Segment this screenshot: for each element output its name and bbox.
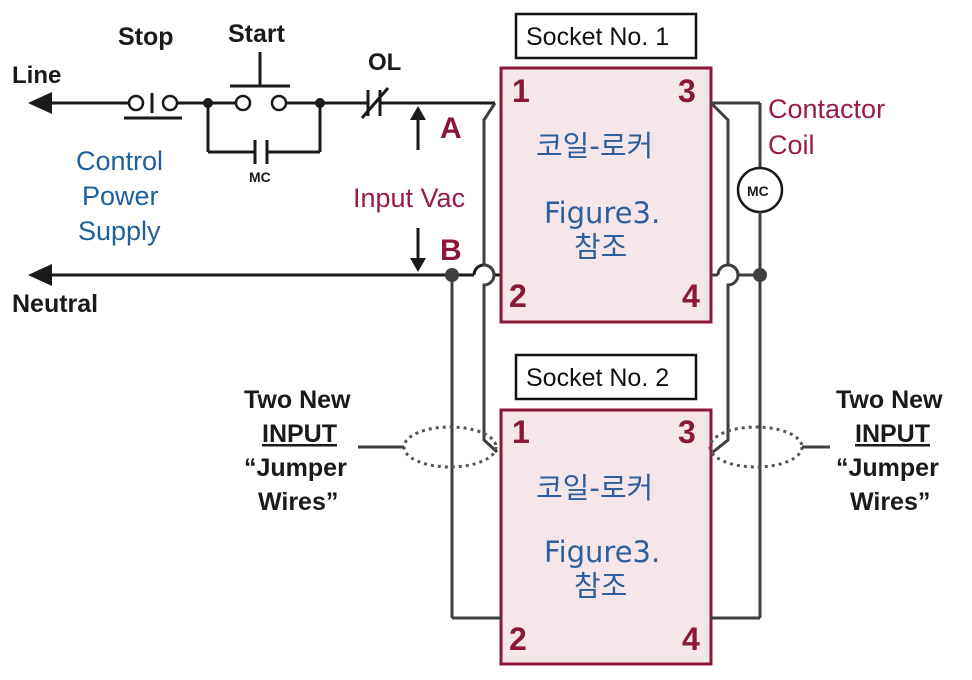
socket-interconnect-wires: [450, 101, 767, 620]
socket-2-body-line3: 참조: [574, 569, 627, 603]
neutral-label: Neutral: [12, 290, 98, 318]
socket-2-title: Socket No. 2: [526, 364, 669, 392]
contactor-coil: MC: [711, 101, 784, 275]
socket-2: 1 3 2 4 코일-로커 Figure3. 참조: [499, 408, 713, 666]
socket-2-title-box: Socket No. 2: [514, 353, 698, 401]
neutral-wire: [28, 263, 501, 286]
point-b-label: B: [440, 234, 462, 267]
socket-1-terminal-3: 3: [678, 73, 696, 109]
input-vac-arrows: [410, 106, 426, 272]
stop-switch: [124, 93, 208, 120]
socket-2-body-line1: 코일-로커: [536, 471, 653, 505]
socket-2-terminal-4: 4: [682, 621, 700, 657]
socket-2-terminal-1: 1: [512, 414, 530, 450]
socket-2-terminal-3: 3: [678, 414, 696, 450]
socket-1-terminal-2: 2: [509, 278, 527, 314]
jumper-left-callout: [358, 425, 498, 469]
socket-1-body-line3: 참조: [574, 230, 627, 264]
socket-1-terminal-1: 1: [512, 73, 530, 109]
stop-label: Stop: [118, 23, 174, 51]
socket-1-title-box: Socket No. 1: [514, 12, 698, 60]
contactor-coil-label: Contactor Coil: [768, 94, 893, 160]
socket-1-title: Socket No. 1: [526, 23, 669, 51]
mc-contact-label: MC: [249, 169, 271, 185]
ol-contact: [320, 87, 495, 119]
ol-label: OL: [368, 49, 401, 76]
input-vac-label: Input Vac: [353, 183, 465, 213]
jumper-left-label: Two New INPUT “Jumper Wires”: [244, 386, 357, 516]
point-a-label: A: [440, 112, 462, 145]
socket-1-terminal-4: 4: [682, 278, 700, 314]
start-switch: [203, 52, 325, 112]
socket-1-body-line2: Figure3.: [544, 196, 660, 230]
socket-2-terminal-2: 2: [509, 621, 527, 657]
jumper-right-label: Two New INPUT “Jumper Wires”: [836, 386, 949, 516]
coil-mc-symbol: MC: [747, 183, 769, 199]
socket-1-body-line1: 코일-로커: [536, 129, 653, 163]
socket-1: 1 3 2 4 코일-로커 Figure3. 참조: [499, 66, 713, 324]
line-wire: [28, 92, 128, 114]
jumper-right-callout: [708, 425, 830, 469]
control-power-supply-label: Control Power Supply: [76, 146, 171, 246]
socket-2-body-line2: Figure3.: [544, 535, 660, 569]
mc-holding-contact: [206, 103, 322, 164]
line-label: Line: [12, 62, 61, 89]
start-label: Start: [228, 20, 286, 48]
